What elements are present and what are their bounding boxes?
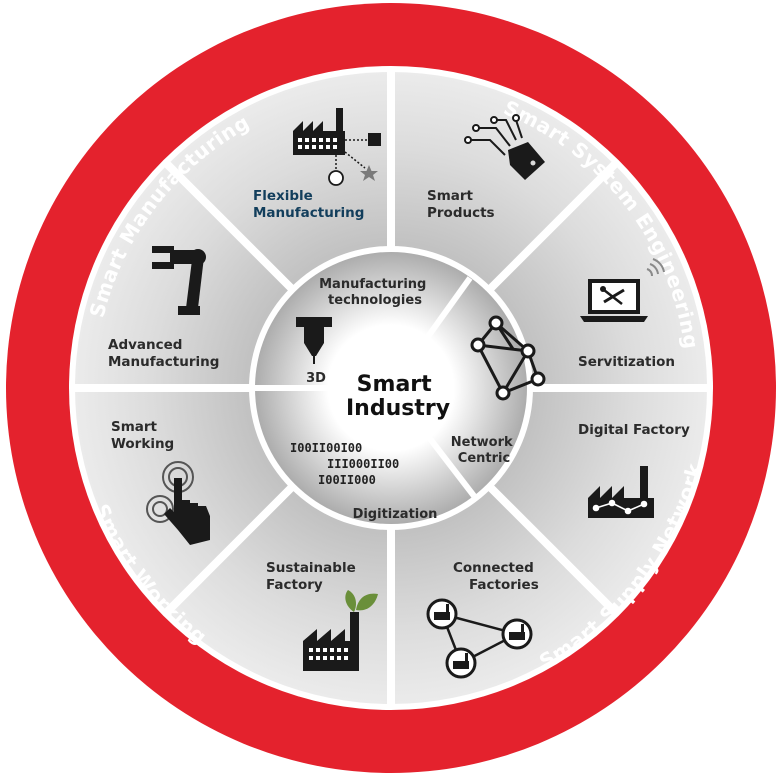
segment-label-servitization: Servitization bbox=[578, 354, 675, 370]
segment-label-flexible-manufacturing: Flexible Manufacturing bbox=[253, 188, 364, 221]
core-label-3d: 3D bbox=[306, 371, 326, 386]
binary-line-1: I00II00I00 bbox=[290, 441, 362, 455]
3d-printer-nozzle-icon bbox=[296, 317, 332, 364]
network-icon bbox=[470, 315, 546, 401]
segment-label-advanced-manufacturing: Advanced Manufacturing bbox=[108, 337, 219, 370]
segment-label-sustainable-factory: Sustainable Factory bbox=[266, 560, 360, 593]
green-factory-icon bbox=[303, 590, 378, 671]
core-separators bbox=[255, 276, 477, 498]
smart-tag-icon bbox=[464, 114, 545, 180]
core-label-digitization: Digitization bbox=[353, 507, 438, 522]
binary-line-3: I00II000 bbox=[318, 473, 376, 487]
digital-factory-icon bbox=[588, 466, 654, 518]
segment-label-digital-factory: Digital Factory bbox=[578, 422, 690, 438]
core-title: Smart Industry bbox=[346, 372, 450, 421]
core-label-manufacturing-technologies: Manufacturing technologies bbox=[319, 277, 431, 308]
segment-label-smart-working: Smart Working bbox=[111, 419, 174, 452]
segment-label-smart-products: Smart Products bbox=[427, 188, 495, 221]
segment-label-connected-factories: Connected Factories bbox=[453, 560, 539, 593]
connected-factories-icon bbox=[426, 598, 533, 679]
robot-arm-icon bbox=[152, 246, 206, 315]
laptop-tools-icon bbox=[580, 258, 665, 322]
core-label-network-centric: Network Centric bbox=[451, 435, 517, 466]
touch-hand-icon bbox=[146, 461, 210, 545]
binary-line-2: III000II00 bbox=[327, 457, 399, 471]
factory-network-icon bbox=[293, 108, 381, 186]
